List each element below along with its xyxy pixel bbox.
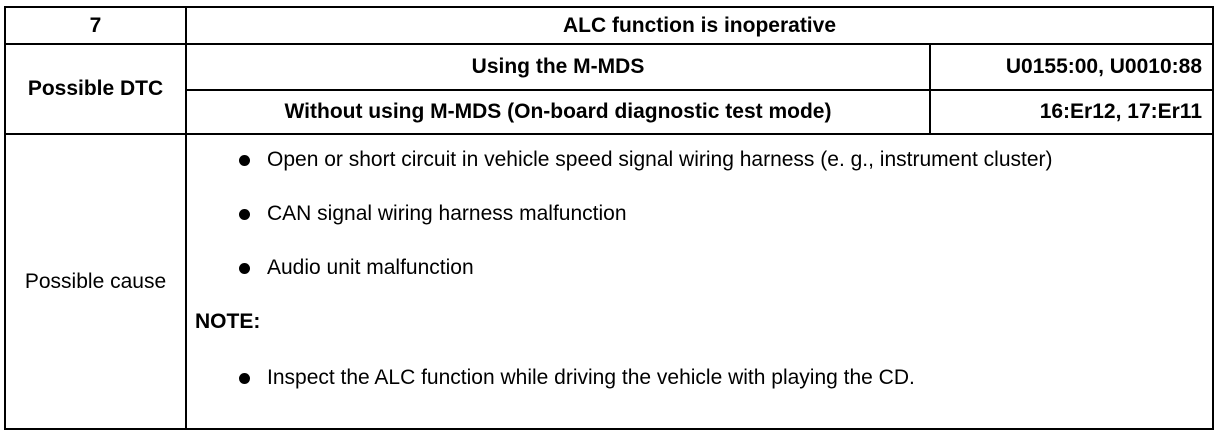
dtc-method-mmds: Using the M-MDS: [185, 43, 931, 91]
cause-list: Open or short circuit in vehicle speed s…: [195, 145, 1198, 283]
dtc-codes-onboard: 16:Er12, 17:Er11: [929, 89, 1214, 135]
note-text: Inspect the ALC function while driving t…: [267, 366, 915, 389]
bullet-icon: [239, 155, 250, 166]
list-item: Inspect the ALC function while driving t…: [195, 363, 1198, 393]
dtc-codes-mmds: U0155:00, U0010:88: [929, 43, 1214, 91]
note-label: NOTE:: [195, 310, 261, 333]
cause-row: Possible cause Open or short circuit in …: [4, 133, 1214, 430]
dtc-row-onboard: Without using M-MDS (On-board diagnostic…: [5, 89, 1214, 135]
header-row: 7 ALC function is inoperative: [4, 6, 1214, 45]
dtc-method-onboard: Without using M-MDS (On-board diagnostic…: [185, 89, 931, 135]
list-item: Audio unit malfunction: [195, 253, 1198, 283]
bullet-icon: [239, 373, 250, 384]
bullet-icon: [239, 209, 250, 220]
diagnostic-table: 7 ALC function is inoperative Possible D…: [4, 6, 1214, 430]
trouble-title: ALC function is inoperative: [185, 6, 1214, 45]
list-item: Open or short circuit in vehicle speed s…: [195, 145, 1198, 175]
cause-text: Open or short circuit in vehicle speed s…: [267, 148, 1053, 171]
possible-cause-content: Open or short circuit in vehicle speed s…: [185, 133, 1214, 430]
cause-text: CAN signal wiring harness malfunction: [267, 202, 627, 225]
note-list: Inspect the ALC function while driving t…: [195, 363, 1198, 393]
possible-dtc-label: Possible DTC: [4, 43, 187, 135]
trouble-number: 7: [4, 6, 187, 45]
dtc-row-mmds: Possible DTC Using the M-MDS U0155:00, U…: [4, 43, 1214, 135]
cause-text: Audio unit malfunction: [267, 256, 474, 279]
bullet-icon: [239, 263, 250, 274]
possible-cause-label: Possible cause: [4, 133, 187, 430]
list-item: CAN signal wiring harness malfunction: [195, 199, 1198, 229]
